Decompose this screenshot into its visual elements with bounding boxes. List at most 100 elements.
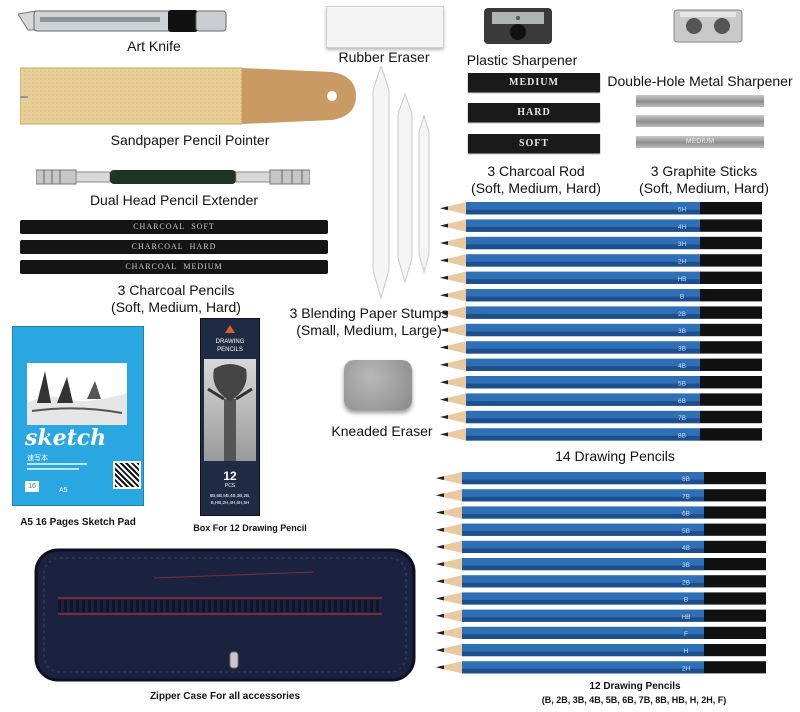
drawing-pencil	[436, 558, 766, 571]
pencil-extender-image	[36, 169, 310, 185]
sketch-pad-illustration	[27, 363, 127, 425]
drawing-pencil	[436, 626, 766, 639]
pencil-grade-label: 3B	[678, 328, 686, 335]
plastic-sharpener-image	[484, 8, 552, 44]
pencil-box-illustration	[204, 359, 256, 461]
metal-sharpener-image	[673, 9, 743, 43]
graphite-stick	[636, 115, 764, 127]
pencil-grade-label: 2H	[678, 259, 687, 266]
drawing-pencils-12-grades: (B, 2B, 3B, 4B, 5B, 6B, 7B, 8B, HB, H, 2…	[541, 695, 727, 705]
pencil-grade-label: H	[684, 648, 689, 655]
pencil-grade-label: 5B	[678, 380, 686, 387]
zipper-case-label: Zipper Case For all accessories	[149, 691, 301, 702]
charcoal-pencil	[20, 220, 328, 234]
charcoal-pencil-grade: MEDIUM	[183, 262, 223, 271]
charcoal-pencil-grade: SOFT	[191, 222, 215, 231]
charcoal-rod: SOFT	[468, 134, 600, 153]
charcoal-pencil	[20, 240, 328, 254]
drawing-pencil	[440, 219, 762, 232]
drawing-pencil	[436, 489, 766, 502]
pencil-extender-label: Dual Head Pencil Extender	[89, 192, 259, 208]
charcoal-rod-label: 3 Charcoal Rod	[487, 163, 585, 179]
pencil-box-image: DRAWING PENCILS 12 PCS 8B,6B,5B,4B,3B,2B…	[200, 318, 260, 516]
sketch-pad-label: A5 16 Pages Sketch Pad	[20, 517, 136, 528]
drawing-pencil	[440, 254, 762, 267]
pencil-box-grades-1: 8B,6B,5B,4B,3B,2B,	[209, 493, 251, 498]
art-knife-image	[18, 10, 227, 32]
drawing-pencil	[436, 644, 766, 657]
pencil-grade-label: 3B	[678, 346, 686, 353]
pencil-grade-label: 4H	[678, 224, 687, 231]
pencil-box-title-1: DRAWING	[215, 339, 245, 345]
qr-code-icon	[113, 461, 141, 489]
pencil-box-title-2: PENCILS	[217, 347, 243, 353]
sketch-pad-title: sketch	[25, 425, 107, 451]
blending-stumps-image	[372, 66, 430, 300]
pencil-grade-label: 6B	[682, 511, 690, 518]
pencil-grade-label: 7B	[678, 415, 686, 422]
blending-stumps-sizes: (Small, Medium, Large)	[296, 322, 442, 338]
plastic-sharpener-label: Plastic Sharpener	[466, 52, 578, 68]
drawing-pencil	[436, 506, 766, 519]
drawing-pencil	[440, 323, 762, 337]
drawing-pencils-14-label: 14 Drawing Pencils	[555, 448, 675, 464]
drawing-pencil	[440, 358, 762, 371]
drawing-pencil	[440, 271, 762, 284]
pencil-grade-label: B	[680, 293, 684, 300]
charcoal-pencil-brand: CHARCOAL	[125, 262, 178, 271]
pencil-grade-label: 3B	[682, 562, 690, 569]
drawing-pencil	[436, 661, 766, 674]
rubber-eraser-image	[326, 6, 444, 48]
sketch-pad-size-code: 16	[25, 481, 39, 492]
charcoal-pencils-label: 3 Charcoal Pencils	[117, 282, 235, 298]
pencil-box-count: 12	[223, 469, 237, 483]
pencil-grade-label: B	[684, 597, 688, 604]
drawing-pencil	[440, 393, 762, 406]
pencil-grade-label: 2H	[682, 665, 691, 672]
sketch-pad-format: A5	[59, 487, 68, 494]
pencil-grade-label: 5H	[678, 206, 687, 213]
sketch-pad-image: sketch 速写本 16 A5	[12, 326, 144, 506]
charcoal-pencil-brand: CHARCOAL	[131, 242, 184, 251]
charcoal-rod: HARD	[468, 103, 600, 122]
zipper-case-image	[34, 548, 416, 682]
pencil-grade-label: 8B	[682, 476, 690, 483]
charcoal-rod-grades: (Soft, Medium, Hard)	[471, 180, 601, 196]
drawing-pencil	[440, 306, 762, 319]
drawing-pencil	[436, 540, 766, 553]
charcoal-pencil-grade: HARD	[189, 242, 217, 251]
drawing-pencil	[440, 410, 762, 424]
metal-sharpener-label: Double-Hole Metal Sharpener	[607, 73, 793, 89]
graphite-sticks-grades: (Soft, Medium, Hard)	[639, 180, 769, 196]
pencil-box-count-unit: PCS	[224, 483, 236, 489]
drawing-pencil	[440, 428, 762, 441]
blending-stumps-label: 3 Blending Paper Stumps	[289, 305, 449, 321]
kneaded-eraser-image	[344, 360, 412, 410]
pencil-box-label: Box For 12 Drawing Pencil	[193, 523, 307, 533]
pencil-grade-label: 4B	[682, 545, 690, 552]
drawing-pencil	[436, 472, 766, 485]
graphite-stick: MEDIUM	[636, 136, 764, 148]
pencil-grade-label: 2B	[678, 311, 686, 318]
charcoal-rod: MEDIUM	[468, 73, 600, 92]
graphite-sticks-label: 3 Graphite Sticks	[650, 163, 758, 179]
pencil-grade-label: 6B	[678, 398, 686, 405]
drawing-pencil	[440, 341, 762, 354]
pencil-box-grades-2: B,HB,2H,4H,6H,5H	[210, 500, 250, 505]
pencil-grade-label: 8B	[678, 433, 686, 440]
drawing-pencils-12-label: 12 Drawing Pencils	[589, 681, 681, 692]
drawing-pencil	[436, 609, 766, 622]
charcoal-pencils-grades: (Soft, Medium, Hard)	[111, 299, 241, 315]
pencil-grade-label: 4B	[678, 363, 686, 370]
charcoal-pencil	[20, 260, 328, 274]
pencil-grade-label: HB	[681, 614, 690, 621]
rubber-eraser-label: Rubber Eraser	[338, 49, 430, 65]
pencil-box-logo-icon	[225, 325, 235, 333]
drawing-pencil	[440, 376, 762, 389]
kneaded-eraser-label: Kneaded Eraser	[331, 423, 433, 439]
drawing-pencil	[436, 575, 766, 588]
sketch-pad-subtitle: 速写本	[27, 455, 48, 462]
art-knife-label: Art Knife	[127, 38, 181, 54]
